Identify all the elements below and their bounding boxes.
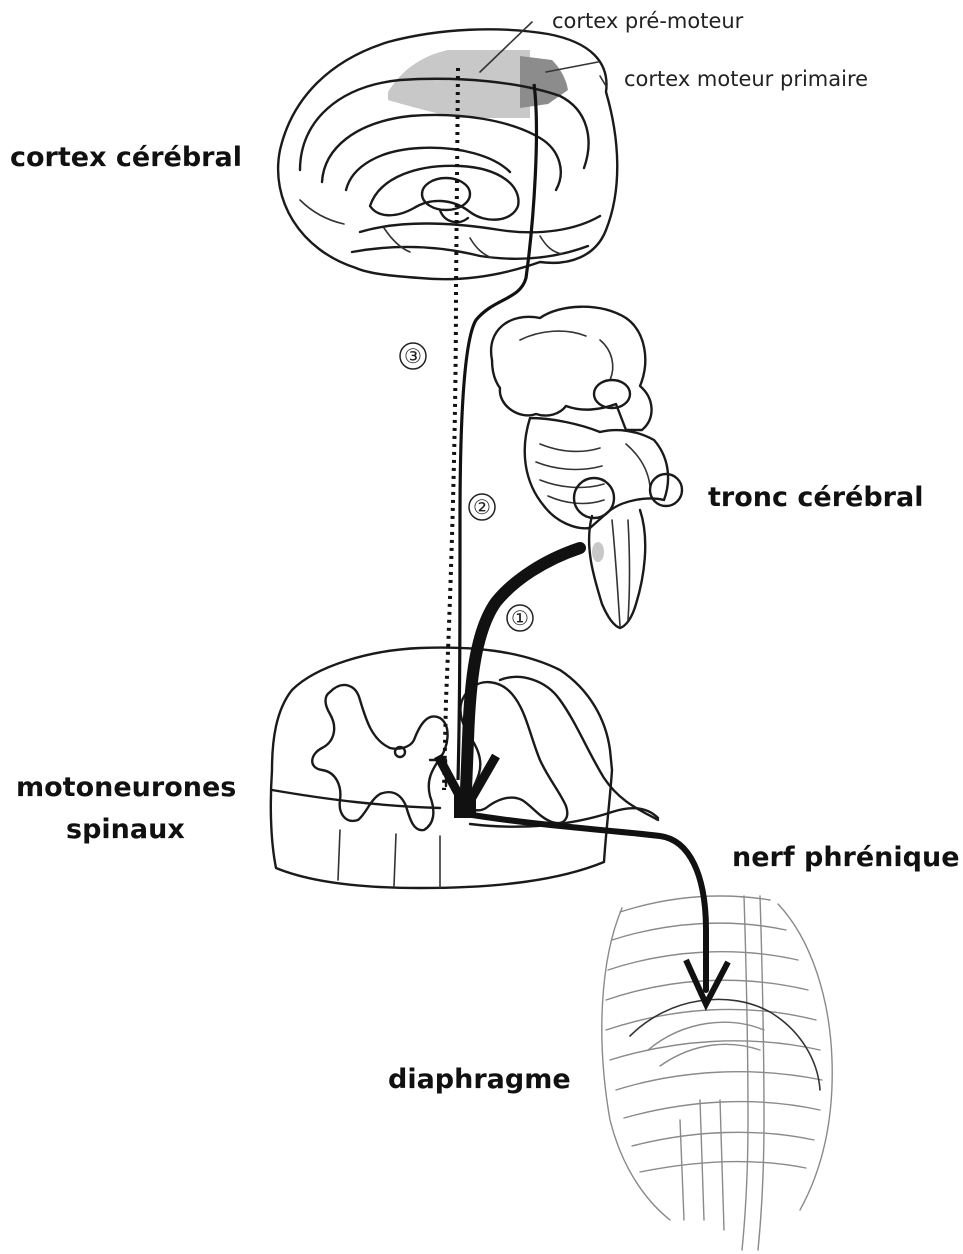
primary-motor-cortex-label: cortex moteur primaire (624, 67, 868, 91)
spinal-motoneurons-label-line2: spinaux (66, 814, 185, 845)
phrenic-nerve-arrow (466, 814, 706, 990)
phrenic-nerve-label: nerf phrénique (732, 842, 960, 873)
pathway-3-number: ③ (404, 344, 422, 368)
spinal-motoneurons-label-line1: motoneurones (16, 772, 236, 803)
brainstem-pathway-line (466, 548, 580, 790)
pathway-2-number: ② (473, 495, 491, 519)
diaphragm-label: diaphragme (388, 1064, 571, 1095)
pathway-1-number: ① (511, 606, 529, 630)
premotor-cortex-label: cortex pré-moteur (552, 9, 744, 33)
premotor-pathway-line (444, 68, 458, 790)
primary-motor-cortex-area (520, 56, 568, 108)
cerebral-cortex-label: cortex cérébral (10, 142, 242, 173)
brainstem-label: tronc cérébral (708, 482, 923, 513)
ribcage-diaphragm-drawing (602, 896, 832, 1250)
cerebral-cortex-drawing (278, 29, 617, 279)
